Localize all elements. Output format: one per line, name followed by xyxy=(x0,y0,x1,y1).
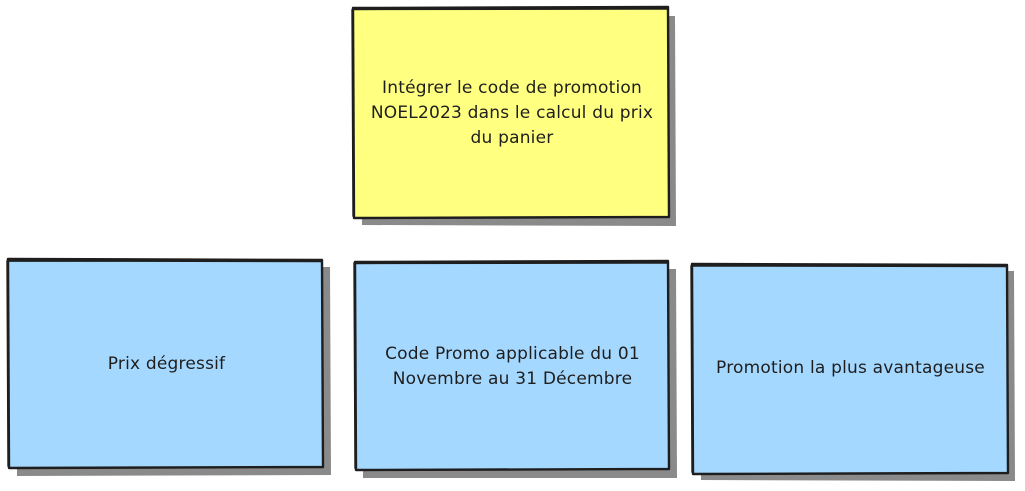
card-2-outline xyxy=(353,259,671,472)
card-3-body xyxy=(692,264,1008,474)
card-prix-degressif[interactable] xyxy=(6,257,332,476)
goal-note-text: Intégrer le code de promotion NOEL2023 d… xyxy=(370,78,654,148)
card-1-outline xyxy=(6,257,325,470)
card-prix-degressif-text: Prix dégressif xyxy=(107,354,226,374)
card-promotion-avantageuse[interactable] xyxy=(690,262,1016,481)
card-3-outline xyxy=(690,262,1010,476)
card-code-promo-text: Code Promo applicable du 01 Novembre au … xyxy=(385,343,640,389)
goal-note-body xyxy=(353,7,669,218)
goal-note[interactable] xyxy=(351,5,677,226)
card-1-body xyxy=(8,259,323,468)
goal-note-outline xyxy=(351,5,671,220)
card-code-promo[interactable] xyxy=(353,259,678,478)
card-promotion-avantageuse-text: Promotion la plus avantageuse xyxy=(716,358,985,378)
card-2-body xyxy=(355,261,669,470)
